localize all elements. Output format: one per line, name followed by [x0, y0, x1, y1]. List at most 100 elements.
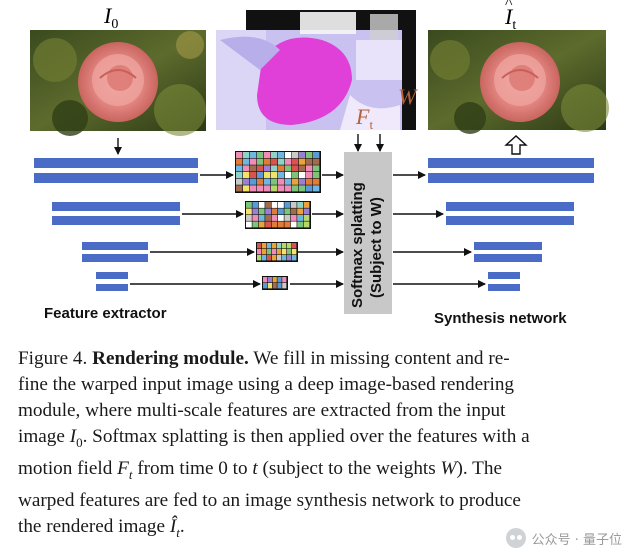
- grid-cell: [271, 172, 278, 179]
- grid-cell: [250, 152, 257, 159]
- rendering-module-diagram: I0 Ft W It ^ Softmax splatting (S: [30, 0, 609, 327]
- grid-cell: [257, 158, 264, 165]
- grid-cell: [272, 255, 277, 261]
- grid-cell: [306, 172, 313, 179]
- grid-cell: [271, 152, 278, 159]
- caption-segment: warped features are fed to an image synt…: [18, 489, 521, 511]
- grid-cell: [265, 215, 271, 221]
- grid-cell: [303, 221, 310, 228]
- grid-cell: [285, 158, 292, 165]
- grid-cell: [285, 152, 292, 159]
- caption-line: the rendered image Ît.: [18, 514, 624, 546]
- grid-cell: [272, 249, 277, 255]
- grid-cell: [250, 165, 257, 172]
- grid-cell: [290, 221, 297, 228]
- softmax-splatting-box: [344, 152, 392, 314]
- grid-cell: [243, 158, 250, 165]
- feature-grid-4: [262, 276, 288, 290]
- caption-segment: F: [117, 457, 129, 479]
- grid-cell: [278, 208, 284, 215]
- caption-segment: Rendering module.: [92, 348, 249, 369]
- grid-cell: [263, 283, 268, 289]
- caption-line: Figure 4. Rendering module. We fill in m…: [18, 346, 624, 372]
- grid-cell: [271, 165, 278, 172]
- output-image: [428, 30, 609, 134]
- grid-cell: [292, 172, 299, 179]
- grid-cell: [277, 255, 282, 261]
- grid-cell: [277, 249, 282, 255]
- grid-cell: [282, 283, 287, 289]
- caption-line: warped features are fed to an image synt…: [18, 488, 624, 514]
- feature-grid-3: [256, 242, 298, 262]
- grid-cell: [258, 208, 265, 215]
- grid-cell: [297, 202, 303, 208]
- grid-cell: [284, 221, 291, 228]
- grid-cell: [262, 255, 267, 261]
- grid-cell: [287, 243, 292, 249]
- caption-line: image I0. Softmax splatting is then appl…: [18, 424, 624, 456]
- grid-cell: [282, 243, 287, 249]
- wechat-icon: [505, 528, 526, 548]
- grid-cell: [313, 158, 320, 165]
- grid-cell: [263, 277, 268, 283]
- grid-cell: [267, 243, 272, 249]
- synthesis-bar-2b: [446, 216, 574, 225]
- grid-cell: [287, 249, 292, 255]
- grid-cell: [265, 208, 271, 215]
- grid-cell: [264, 165, 271, 172]
- grid-cell: [313, 152, 320, 159]
- grid-cell: [285, 185, 292, 192]
- grid-cell: [262, 249, 267, 255]
- grid-cell: [264, 158, 271, 165]
- grid-cell: [257, 255, 262, 261]
- grid-cell: [272, 277, 277, 283]
- grid-cell: [292, 255, 297, 261]
- grid-cell: [272, 283, 277, 289]
- grid-cell: [252, 202, 259, 208]
- grid-cell: [250, 172, 257, 179]
- grid-cell: [306, 158, 313, 165]
- grid-cell: [303, 202, 310, 208]
- grid-cell: [297, 221, 303, 228]
- grid-cell: [278, 158, 285, 165]
- caption-segment: image: [18, 426, 70, 447]
- grid-cell: [258, 215, 265, 221]
- grid-cell: [278, 215, 284, 221]
- extractor-bar-1a: [34, 158, 198, 168]
- extractor-bar-3b: [82, 254, 148, 262]
- caption-segment: the rendered image: [18, 515, 170, 537]
- figure-caption: Figure 4. Rendering module. We fill in m…: [18, 346, 624, 545]
- grid-cell: [258, 202, 265, 208]
- grid-cell: [243, 185, 250, 192]
- watermark-text: 公众号 · 量子位: [531, 532, 622, 548]
- grid-cell: [277, 243, 282, 249]
- caption-segment: W: [440, 457, 457, 479]
- input-image: [30, 30, 206, 136]
- input-label: I0: [103, 3, 118, 32]
- grid-cell: [278, 178, 285, 185]
- caption-segment: t: [176, 524, 180, 540]
- caption-line: module, where multi-scale features are e…: [18, 398, 624, 424]
- grid-cell: [278, 185, 285, 192]
- grid-cell: [246, 202, 252, 208]
- feature-grid-1: [235, 151, 321, 193]
- grid-cell: [271, 158, 278, 165]
- grid-cell: [277, 277, 282, 283]
- extractor-label: Feature extractor: [44, 305, 167, 322]
- caption-segment: from time 0 to: [132, 457, 253, 479]
- grid-cell: [271, 178, 278, 185]
- grid-cell: [271, 208, 278, 215]
- grid-cell: [287, 255, 292, 261]
- grid-cell: [303, 208, 310, 215]
- feature-grid-2: [245, 201, 311, 229]
- grid-cell: [306, 152, 313, 159]
- splat-label-line2: (Subject to W): [368, 197, 385, 298]
- grid-cell: [252, 215, 259, 221]
- grid-cell: [271, 185, 278, 192]
- grid-cell: [306, 165, 313, 172]
- grid-cell: [285, 178, 292, 185]
- grid-cell: [267, 277, 272, 283]
- caption-line: motion field Ft from time 0 to t (subjec…: [18, 456, 624, 488]
- grid-cell: [267, 255, 272, 261]
- caption-segment: fine the warped input image using a deep…: [18, 374, 515, 395]
